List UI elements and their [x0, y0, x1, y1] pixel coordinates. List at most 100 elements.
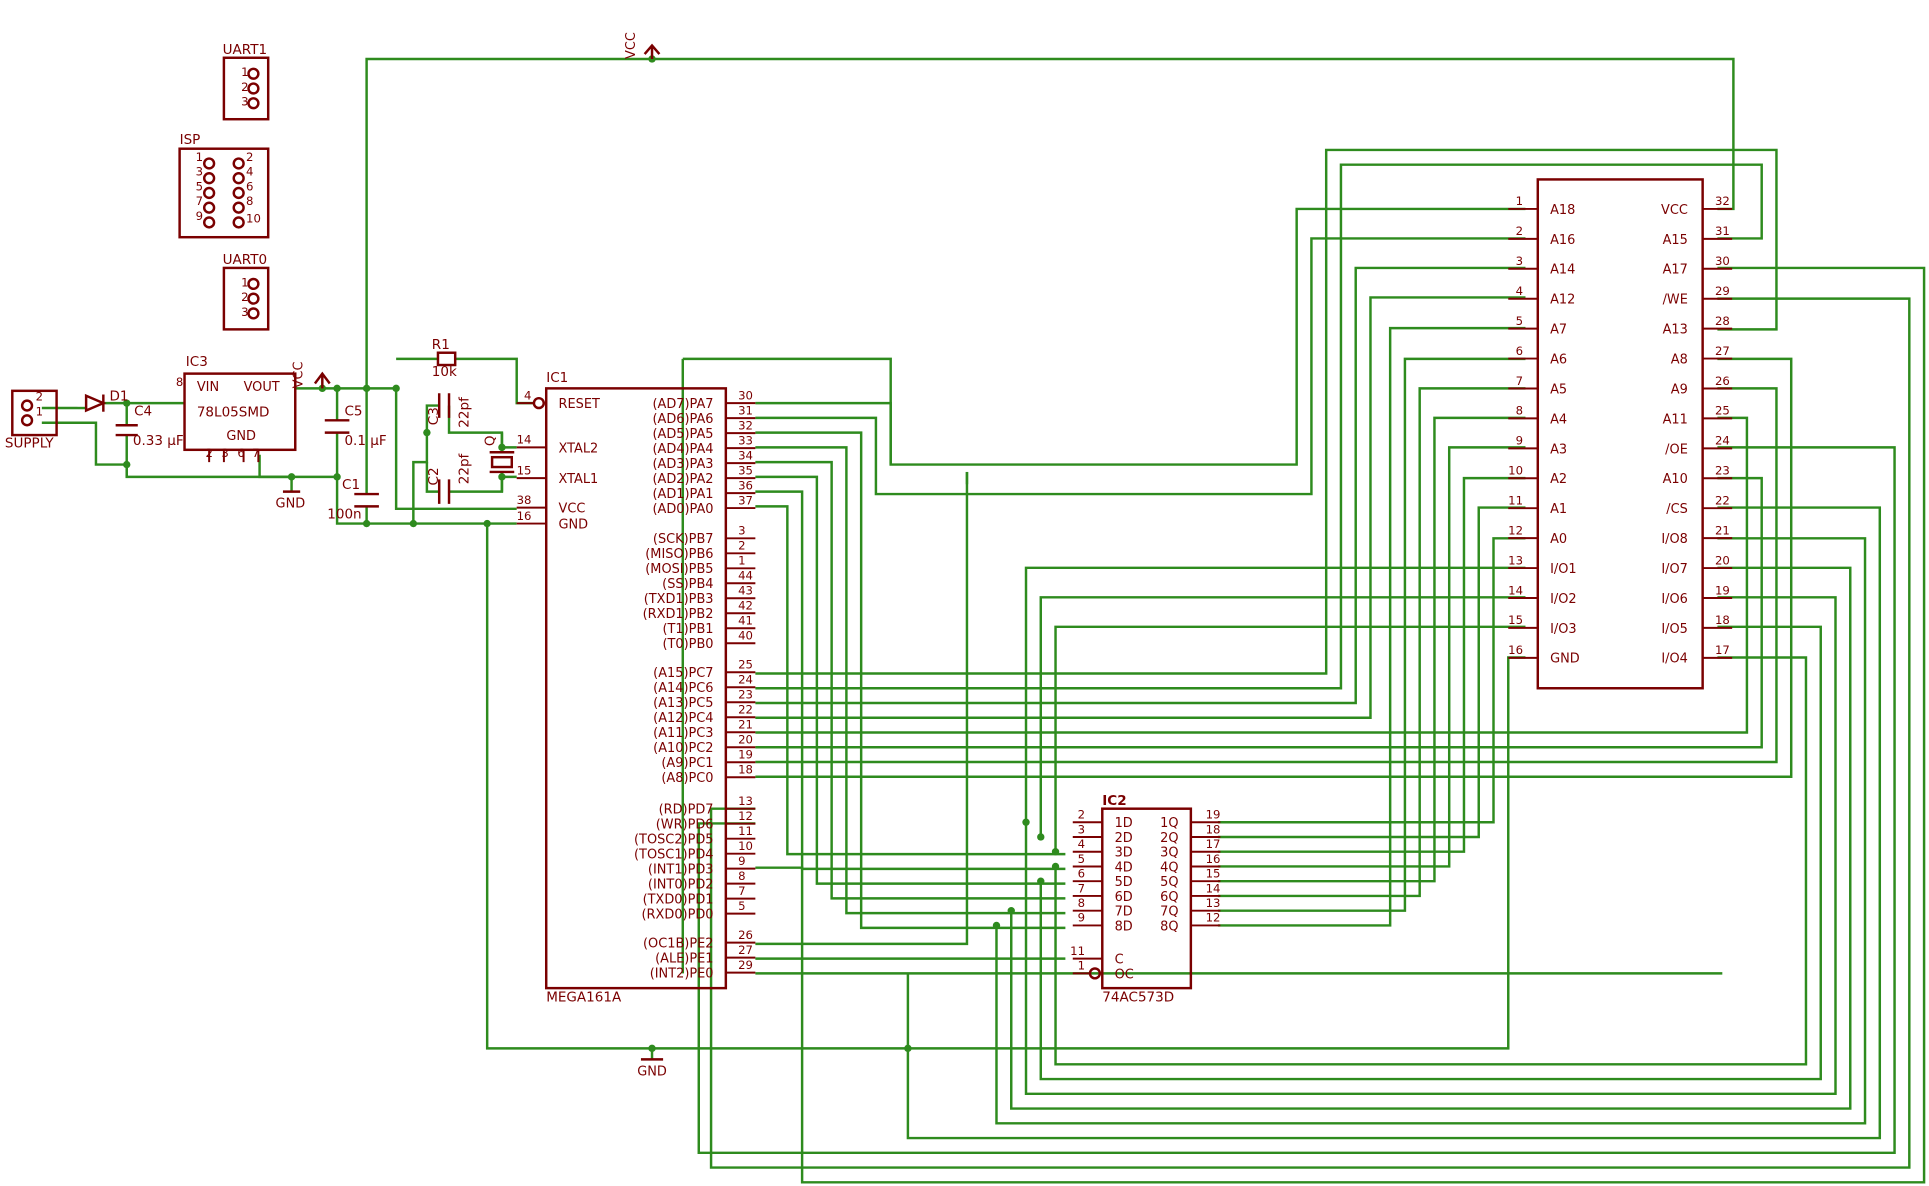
sram-pin-label: A9 [1671, 382, 1688, 397]
c1-value: 100n [327, 507, 361, 523]
crystal-q: Q [483, 435, 515, 474]
ic1-pin-number: 37 [738, 493, 753, 507]
ic1-pin-label: (RXD0)PD0 [642, 908, 714, 923]
ic2-pin-label: 7Q [1160, 905, 1178, 920]
c4-name: C4 [134, 403, 152, 419]
sram-pin-label: A2 [1550, 472, 1567, 487]
sram-pin-label: I/O3 [1550, 622, 1577, 637]
ic3-gnd: GND [226, 429, 256, 444]
ic1-value: MEGA161A [546, 990, 622, 1006]
c4-value: 0.33 μF [133, 433, 184, 449]
sram-pin-number: 5 [1516, 314, 1523, 328]
vcc-regulator-symbol: VCC [292, 362, 331, 389]
isp-pin-2: 2 [246, 150, 253, 164]
ic1-pin-number: 29 [738, 958, 753, 972]
ic1-pin-label: (AD7)PA7 [652, 397, 713, 412]
ic2-pin-label: 5Q [1160, 875, 1178, 890]
ic1-pin-label: (RD)PD7 [659, 803, 714, 818]
ic1-pin-number: 15 [517, 463, 532, 477]
sram-pin-number: 2 [1516, 224, 1523, 238]
sram-pin-label: I/O2 [1550, 592, 1577, 607]
sram-pin-number: 14 [1508, 583, 1523, 597]
ic1-pin-number: 25 [738, 658, 753, 672]
ic2-pin-number: 7 [1078, 881, 1085, 895]
ic2-pin-label: 8Q [1160, 919, 1178, 934]
sram-pin-number: 31 [1715, 224, 1730, 238]
uart1-pin-2: 2 [241, 80, 248, 94]
gnd-bottom-label: GND [637, 1064, 667, 1079]
sram-pin-number: 10 [1508, 464, 1523, 478]
ic1-pin-label: (TXD1)PB3 [644, 592, 714, 607]
ic1-pin-number: 13 [738, 794, 753, 808]
c2-value: 22pf [457, 452, 473, 484]
sram-pin-label: A10 [1663, 472, 1688, 487]
ic1-pin-number: 14 [517, 433, 532, 447]
ic1-pin-label: (A14)PC6 [653, 681, 713, 696]
ic1-pin-label: (A12)PC4 [653, 711, 713, 726]
sram-chip: 1A182A163A144A125A76A67A58A49A310A211A11… [1508, 178, 1733, 690]
ic1-pin-number: 43 [738, 584, 753, 598]
ic1-pin-label: (A9)PC1 [661, 756, 713, 771]
ic2-pin-number: 16 [1206, 852, 1221, 866]
sram-pin-label: A0 [1550, 532, 1567, 547]
uart0-pin-2: 2 [241, 290, 248, 304]
sram-pin-label: A8 [1671, 352, 1688, 367]
ic2-pin-number: 19 [1206, 808, 1221, 822]
sram-pin-label: A13 [1663, 323, 1688, 338]
ic2-pin-label: 3D [1115, 846, 1133, 861]
ic1-pin-number: 36 [738, 478, 753, 492]
ic1-pin-number: 24 [738, 673, 753, 687]
ic2-pin-number: 8 [1078, 896, 1085, 910]
vcc-reg-label: VCC [292, 362, 307, 389]
vcc-top-symbol: VCC [624, 32, 661, 59]
ic2-pin-label: OC [1115, 967, 1134, 982]
sram-pin-label: I/O1 [1550, 562, 1577, 577]
sram-pin-number: 32 [1715, 194, 1730, 208]
sram-pin-label: /OE [1665, 442, 1688, 457]
r1-value: 10k [432, 364, 457, 380]
capacitor-c3: C3 22pf [426, 393, 473, 428]
uart0-pin-1: 1 [241, 275, 248, 289]
sram-pin-label: A12 [1550, 293, 1575, 308]
ic1-pin-label: XTAL1 [559, 472, 599, 487]
ic1-pin-label: XTAL2 [559, 441, 599, 456]
sram-pin-label: I/O7 [1661, 562, 1688, 577]
ic1-pin-number: 32 [738, 418, 753, 432]
uart1-pin-1: 1 [241, 65, 248, 79]
sram-pin-label: I/O4 [1661, 652, 1688, 667]
ic1-pin-number: 42 [738, 599, 753, 613]
ic1-pin-label: GND [559, 517, 589, 532]
ic1-pin-label: (A8)PC0 [661, 771, 713, 786]
ic1-pin-label: (WR)PD6 [656, 818, 714, 833]
ic1-pin-number: 22 [738, 703, 753, 717]
sram-pin-label: A14 [1550, 263, 1575, 278]
ic2-pin-label: 2D [1115, 831, 1133, 846]
sram-pin-number: 29 [1715, 284, 1730, 298]
ic1-pin-number: 16 [517, 509, 532, 523]
isp-pin-1: 1 [196, 150, 203, 164]
ic1-pin-label: (AD4)PA4 [652, 442, 713, 457]
sram-pin-number: 28 [1715, 314, 1730, 328]
sram-pin-label: I/O6 [1661, 592, 1688, 607]
ic2-pin-number: 9 [1078, 911, 1085, 925]
ic3-gnd-pin-2: 2 [205, 446, 212, 460]
sram-pin-number: 25 [1715, 404, 1730, 418]
sram-pin-number: 27 [1715, 344, 1730, 358]
ic3-gnd-pin-6: 6 [237, 446, 244, 460]
sram-pin-number: 11 [1508, 494, 1523, 508]
ic1-pin-number: 31 [738, 403, 753, 417]
ic2-pin-number: 2 [1078, 808, 1085, 822]
ic1-pin-label: (RXD1)PB2 [643, 607, 714, 622]
junctions [123, 55, 1060, 1053]
ic2-pin-number: 15 [1206, 867, 1221, 881]
ic2-pin-label: 5D [1115, 875, 1133, 890]
ic1-pin-label: (SCK)PB7 [653, 532, 714, 547]
sram-pin-number: 12 [1508, 523, 1523, 537]
sram-pin-number: 9 [1516, 434, 1523, 448]
gnd-reg-label: GND [276, 497, 306, 512]
sram-pin-label: A6 [1550, 352, 1567, 367]
ic1-pin-number: 11 [738, 824, 753, 838]
ic2-pin-label: C [1115, 953, 1124, 968]
sram-pin-label: A16 [1550, 233, 1575, 248]
ic1-pin-label: (TXD0)PD1 [643, 893, 714, 908]
